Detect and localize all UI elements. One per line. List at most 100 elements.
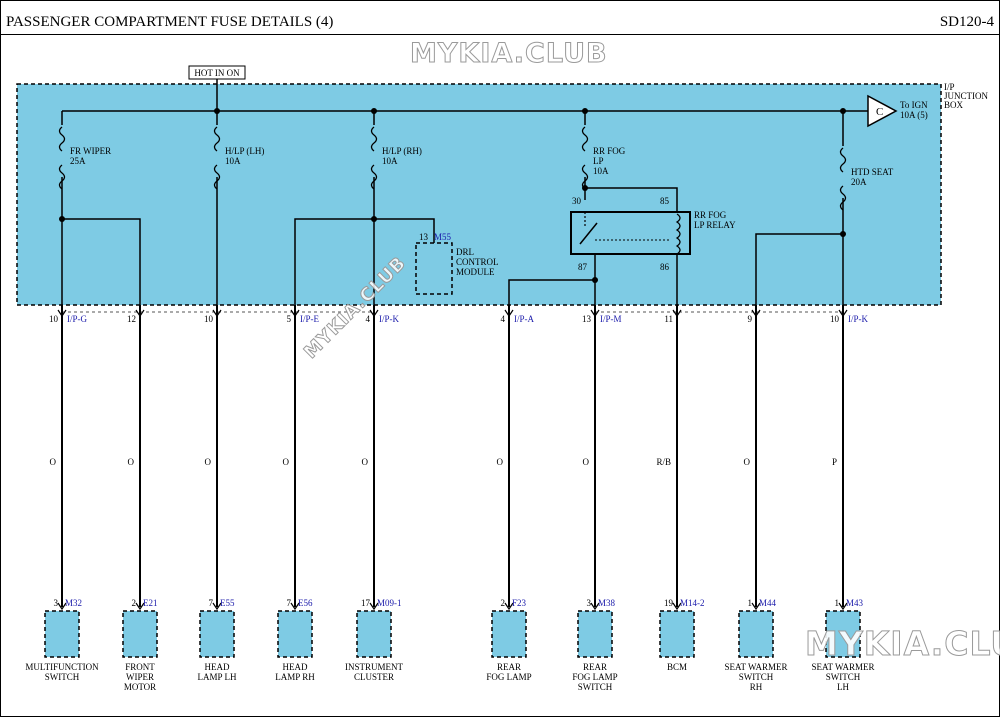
rr-fog-lp-relay (570, 211, 691, 255)
component-name: MOTOR (124, 682, 156, 692)
fuse-label-hlp-rh: 10A (382, 156, 398, 166)
output-pin: 4 (501, 314, 506, 324)
relay-label-2: LP RELAY (694, 220, 736, 230)
output-pin: 5 (287, 314, 292, 324)
component-pin: 7 (287, 598, 292, 608)
component-name: MULTIFUNCTION (25, 662, 99, 672)
connector-chevron-icon (212, 602, 222, 611)
component-pin: 1 (748, 598, 753, 608)
drl-control-module (415, 242, 453, 295)
component-name: REAR (583, 662, 607, 672)
connector-chevron-icon (672, 602, 682, 611)
wire-drl-internal (374, 218, 435, 243)
wire-color: O (583, 457, 590, 467)
fuse-hlp-rh-icon (370, 126, 378, 190)
component-name: SWITCH (578, 682, 613, 692)
wire-front-wiper-internal (62, 218, 141, 305)
component-pin: 1 (835, 598, 840, 608)
wire-color: O (50, 457, 57, 467)
relay-pin-85: 85 (660, 196, 670, 206)
component-name: LAMP RH (275, 672, 315, 682)
drl-label-3: MODULE (456, 267, 495, 277)
connector-chevron-icon (751, 309, 761, 318)
component-name: FOG LAMP (486, 672, 531, 682)
component-name: FRONT (125, 662, 155, 672)
component-name: LH (837, 682, 849, 692)
hot-label: HOT IN ON (194, 68, 240, 78)
fuse-label-hlp-rh: H/LP (RH) (382, 146, 422, 156)
drl-connector: M55 (434, 232, 452, 242)
component-box (738, 610, 774, 658)
page-title: PASSENGER COMPARTMENT FUSE DETAILS (4) (6, 14, 334, 30)
output-connector: I/P-K (379, 314, 400, 324)
drl-pin: 13 (419, 232, 429, 242)
component-name: RH (750, 682, 763, 692)
component-name: CLUSTER (354, 672, 394, 682)
relay-coil (675, 213, 681, 255)
connector-chevron-icon (290, 602, 300, 611)
output-pin: 4 (366, 314, 371, 324)
wire-color: O (283, 457, 290, 467)
wire-rear-fog-lamp-internal (508, 279, 595, 305)
output-pin: 12 (127, 314, 136, 324)
junction-box-label-2: JUNCTION (944, 91, 988, 101)
fuse-fr-wiper-icon (58, 126, 66, 190)
fuse-label-fr-wiper: FR WIPER (70, 146, 111, 156)
fuse-label-rr-fog: RR FOG (593, 146, 626, 156)
component-name: FOG LAMP (572, 672, 617, 682)
fuse-htd-seat-icon (839, 147, 847, 211)
connector-chevron-icon (504, 309, 514, 318)
connector-chevron-icon (672, 309, 682, 318)
wire-relay-85 (585, 187, 678, 212)
diagram-code: SD120-4 (939, 14, 994, 30)
fuse-label-htd-seat: 20A (851, 177, 867, 187)
output-pin: 10 (49, 314, 59, 324)
connector-chevron-icon (57, 602, 67, 611)
output-pin: 10 (830, 314, 840, 324)
fuse-hlp-lh-icon (213, 126, 221, 190)
output-pin: 9 (748, 314, 753, 324)
component-connector: F23 (512, 598, 527, 608)
component-pin: 3 (587, 598, 592, 608)
fuse-label-rr-fog: LP (593, 156, 604, 166)
component-box (825, 610, 861, 658)
connector-chevron-icon (751, 602, 761, 611)
output-connector: I/P-K (848, 314, 869, 324)
relay-pin-86: 86 (660, 262, 670, 272)
component-box (356, 610, 392, 658)
ign-connector-triangle (867, 94, 898, 128)
watermark-top: MYKIA.CLUB (410, 38, 608, 70)
output-connector: I/P-A (514, 314, 535, 324)
component-pin: 19 (664, 598, 674, 608)
component-connector: E21 (143, 598, 158, 608)
wire-color: O (362, 457, 369, 467)
connector-chevron-icon (838, 602, 848, 611)
component-name: WIPER (126, 672, 154, 682)
wire-color: O (497, 457, 504, 467)
fuse-label-htd-seat: HTD SEAT (851, 167, 894, 177)
component-box (577, 610, 613, 658)
component-pin: 2 (501, 598, 506, 608)
output-pin: 13 (582, 314, 592, 324)
connector-chevron-icon (135, 309, 145, 318)
fuse-label-rr-fog: 10A (593, 166, 609, 176)
component-name: LAMP LH (198, 672, 237, 682)
junction-box-label-3: BOX (944, 100, 964, 110)
component-connector: M38 (598, 598, 616, 608)
component-name: SWITCH (739, 672, 774, 682)
component-name: HEAD (205, 662, 230, 672)
connector-chevron-icon (590, 309, 600, 318)
watermark-bottom-right: MYKIA.CLUB (804, 624, 1000, 664)
drl-label-2: CONTROL (456, 257, 499, 267)
ign-label-1: To IGN (900, 100, 928, 110)
component-name: INSTRUMENT (345, 662, 404, 672)
component-pin: 2 (132, 598, 137, 608)
fuse-label-hlp-lh: 10A (225, 156, 241, 166)
connector-chevron-icon (369, 309, 379, 318)
wire-color: O (744, 457, 751, 467)
connector-chevron-icon (135, 602, 145, 611)
component-name: HEAD (283, 662, 308, 672)
wire-seat-warmer-rh-internal (755, 233, 843, 305)
wire-color: O (205, 457, 212, 467)
connector-chevron-icon (290, 309, 300, 318)
